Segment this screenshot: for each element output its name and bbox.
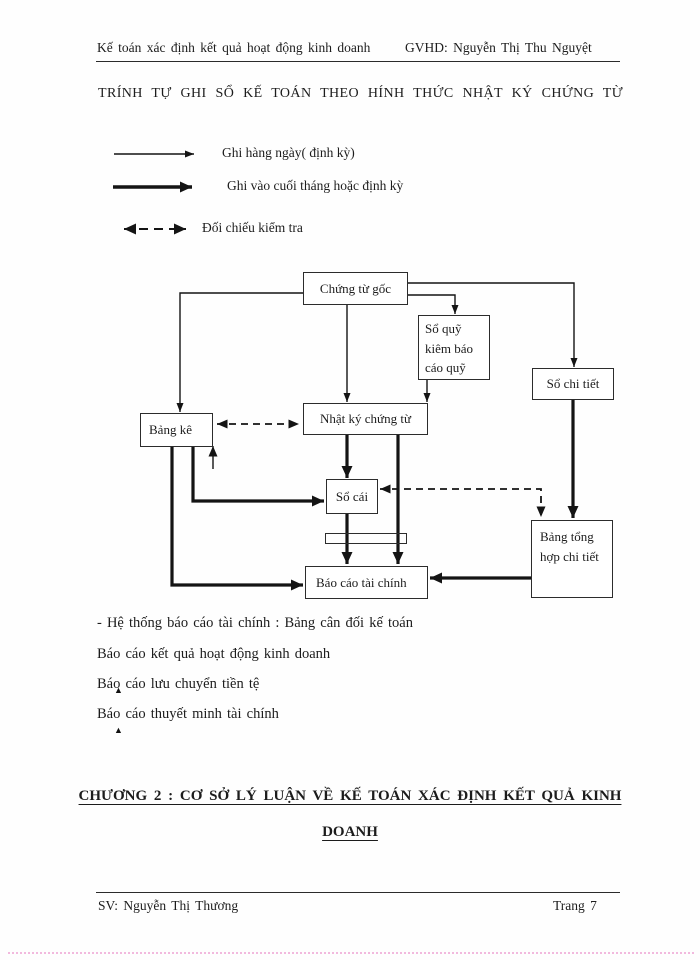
box-bang-ke: Bảng kê: [140, 413, 213, 447]
note-line-2: Báo cáo kết quả hoạt động kinh doanh: [97, 646, 331, 662]
note-line-4: Báo cáo thuyết minh tài chính: [97, 706, 279, 722]
connector-bar: [325, 533, 407, 544]
section-title: TRÍNH TỰ GHI SỔ KẾ TOÁN THEO HÍNH THỨC N…: [98, 86, 623, 101]
box-so-quy-kiem-bao-cao: Sổ quỹ kiêm báo cáo quỹ: [418, 315, 490, 380]
box-so-cai: Sổ cái: [326, 479, 378, 514]
header-gvhd: GVHD: Nguyễn Thị Thu Nguyệt: [405, 40, 592, 55]
note-line-1: - Hệ thống báo cáo tài chính : Bảng cân …: [97, 615, 413, 631]
dashed-socai-bangtong: [380, 484, 546, 517]
arrow-bangke-to-baocao: [170, 447, 303, 591]
arrow-chungtu-to-bangke: [176, 292, 303, 412]
box-so-chi-tiet: Sổ chi tiết: [532, 368, 614, 400]
header-rule: [96, 61, 620, 62]
arrow-chungtu-to-soquy: [408, 294, 459, 314]
chapter-heading: CHƯƠNG 2 : CƠ SỞ LÝ LUẬN VỀ KẾ TOÁN XÁC …: [70, 778, 630, 850]
footer-student: SV: Nguyễn Thị Thương: [98, 898, 239, 913]
box-bao-cao-tai-chinh: Báo cáo tài chính: [305, 566, 428, 599]
footer-page-number: Trang 7: [553, 898, 597, 913]
stray-arrowhead: ▲: [114, 725, 123, 735]
footer-rule: [96, 892, 620, 893]
page-bottom-dotted-line: [8, 952, 694, 954]
note-line-3: Báo cáo lưu chuyển tiền tệ: [97, 676, 260, 692]
legend-label-check: Đối chiếu kiểm tra: [202, 220, 303, 235]
arrow-bangke-to-socai: [191, 447, 324, 507]
box-nhat-ky-chung-tu: Nhật ký chứng từ: [303, 403, 428, 435]
legend-label-monthly: Ghi vào cuối tháng hoặc định kỳ: [227, 178, 404, 193]
stray-arrowhead: ▲: [114, 685, 123, 695]
chapter-heading-line2: DOANH: [322, 824, 378, 840]
box-chung-tu-goc: Chứng từ gốc: [303, 272, 408, 305]
box-bang-tong-hop-chi-tiet: Bảng tổng hợp chi tiết: [531, 520, 613, 598]
chapter-heading-line1: CHƯƠNG 2 : CƠ SỞ LÝ LUẬN VỀ KẾ TOÁN XÁC …: [78, 788, 622, 804]
legend-label-daily: Ghi hàng ngày( định kỳ): [222, 145, 355, 160]
header-title: Kế toán xác định kết quả hoạt động kinh …: [97, 40, 371, 55]
